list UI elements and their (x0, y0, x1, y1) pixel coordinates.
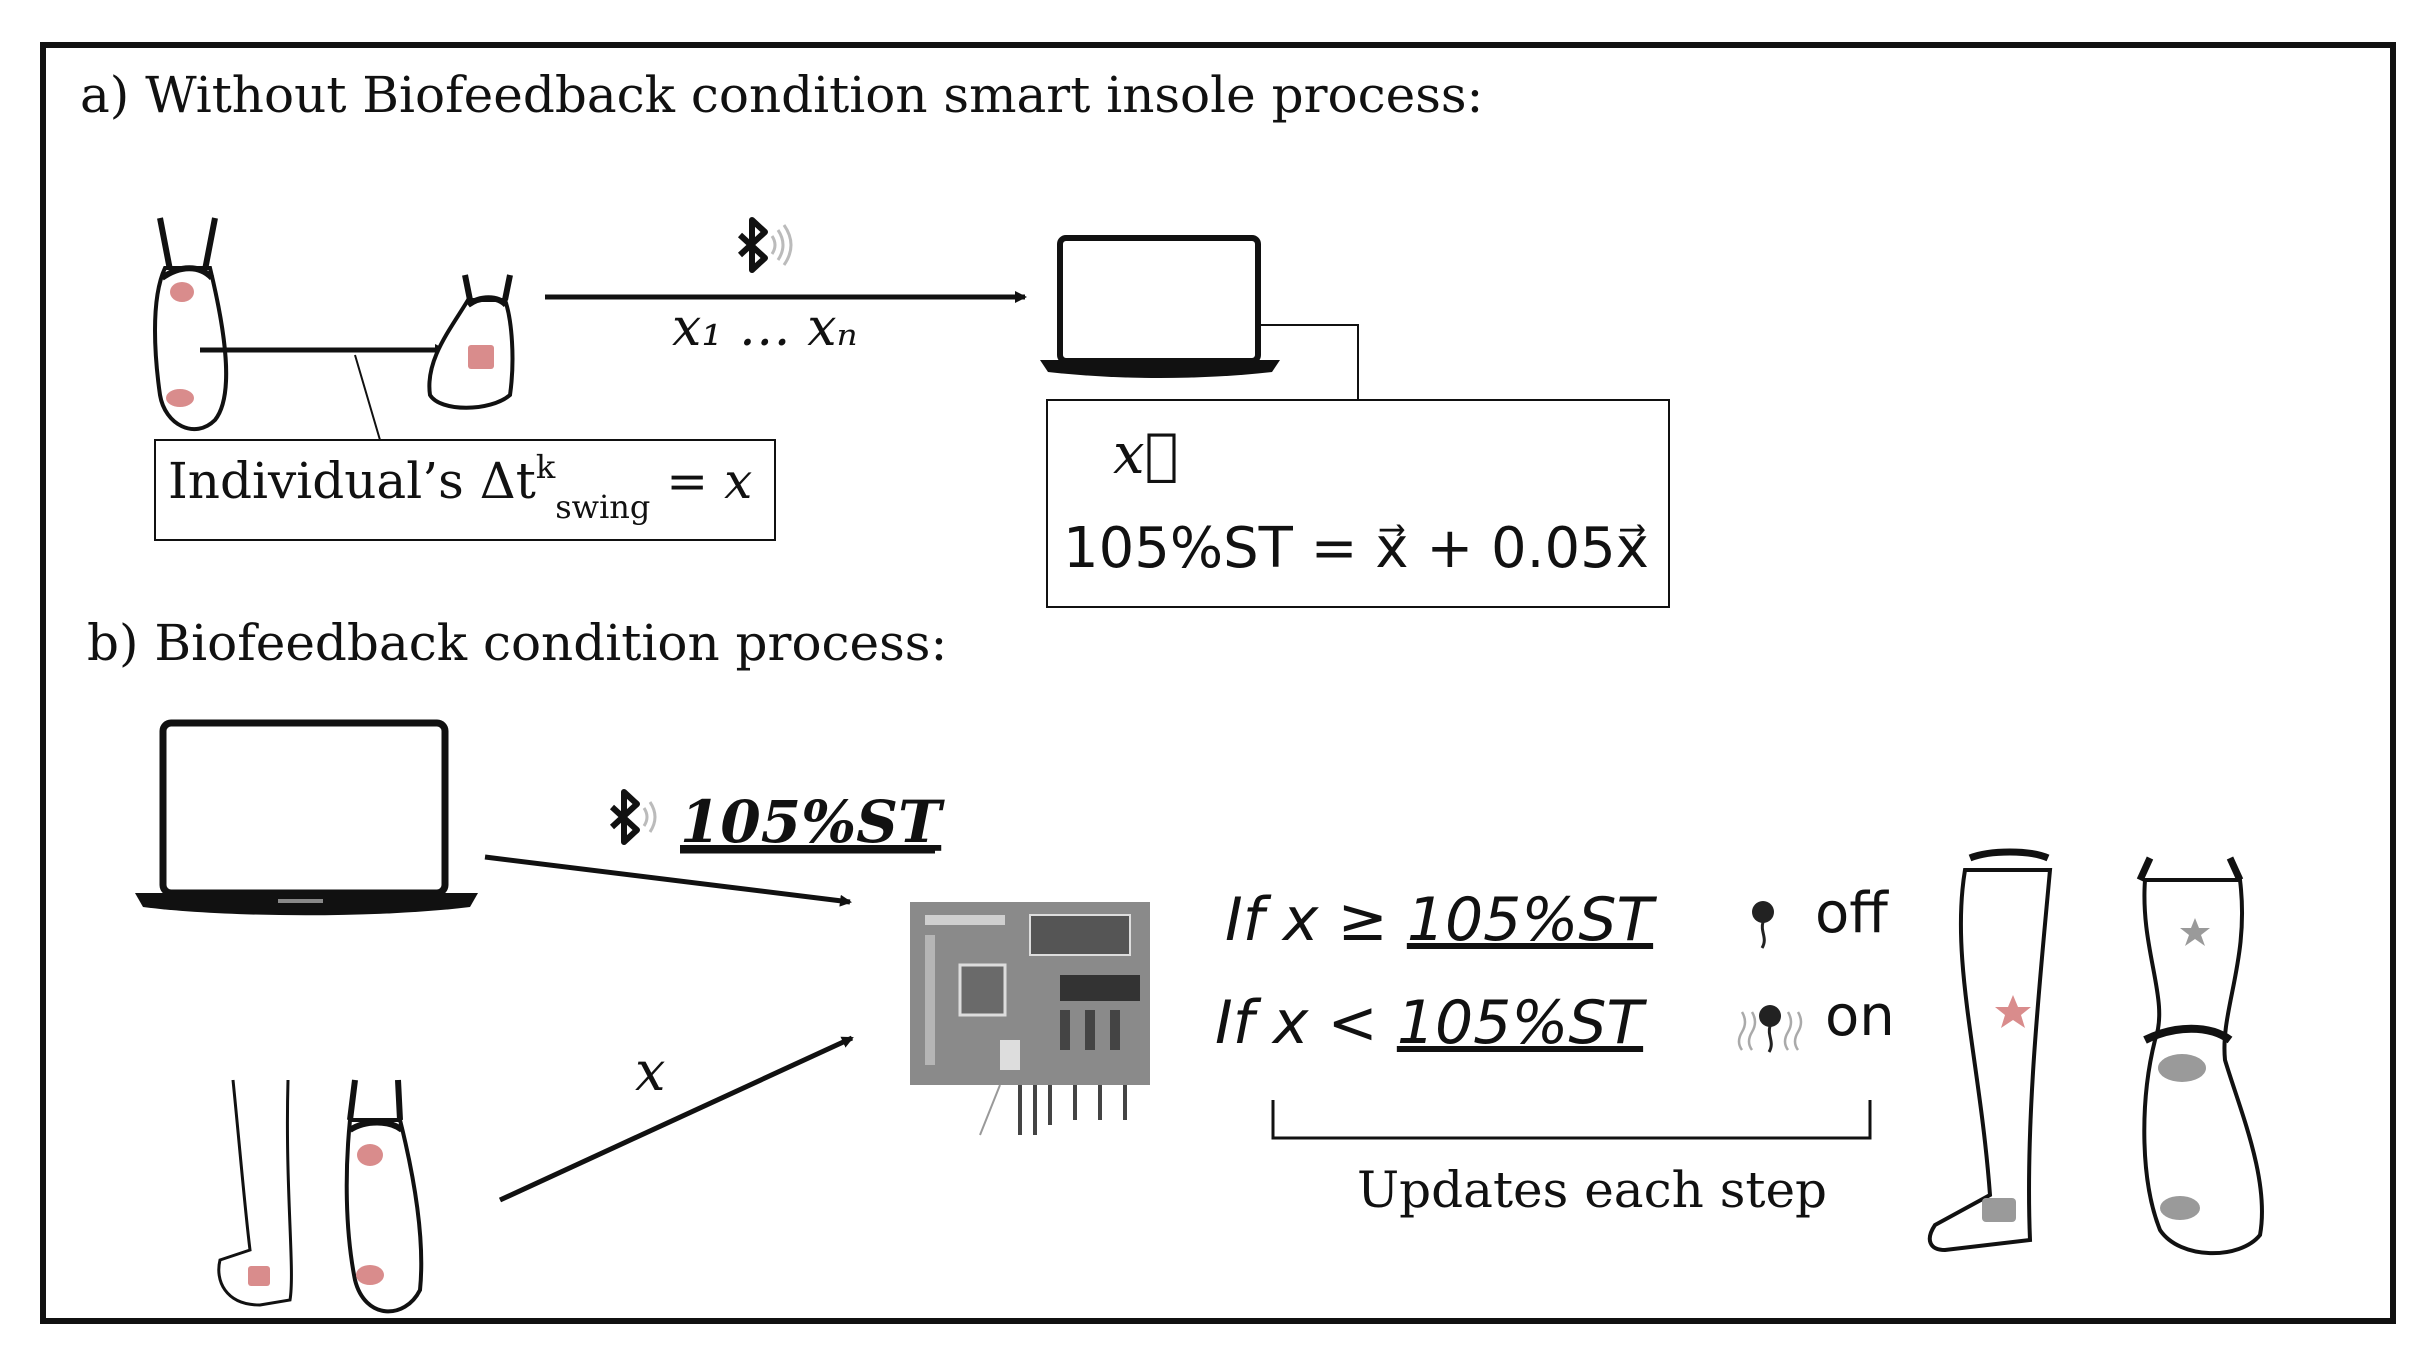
foot-icon (1927, 848, 2053, 1253)
transmit-threshold-label: 105%ST (680, 788, 945, 856)
connector-line (1260, 324, 1359, 400)
sensor-pad (468, 345, 494, 369)
sensor-heel (170, 282, 194, 302)
rule-on-condition: If x < 105%ST (1215, 988, 1647, 1058)
bluetooth-icon (737, 217, 793, 273)
rule-off-state: off (1815, 881, 1889, 946)
star-marker (1995, 995, 2031, 1028)
laptop-icon (1040, 235, 1280, 378)
laptop-icon (135, 719, 478, 916)
bluetooth-icon (609, 789, 657, 845)
sensor-pad (248, 1266, 270, 1286)
sensor-pad (1982, 1198, 2016, 1222)
sensor-forefoot (356, 1265, 384, 1285)
foot-icon (427, 274, 515, 410)
threshold-formula: 105%ST = x⃗ + 0.05x⃗ (1063, 516, 1649, 581)
sensor-heel (2158, 1054, 2206, 1082)
sensor-forefoot (2160, 1196, 2200, 1220)
rule-off-condition: If x ≥ 105%ST (1225, 885, 1657, 955)
bracket-caption: Updates each step (1357, 1161, 1827, 1219)
foot-icon (217, 1079, 424, 1314)
input-arrow (498, 1035, 854, 1203)
circuit-board-icon (910, 902, 1150, 1136)
sensor-forefoot (166, 389, 194, 407)
foot-icon (153, 217, 229, 432)
rule-on-state: on (1825, 984, 1895, 1049)
vibration-motor-icon (1752, 901, 1774, 949)
swing-time-box (154, 439, 776, 541)
input-label: x (635, 1040, 665, 1103)
signal-label: x₁ … xₙ (672, 298, 858, 358)
sensor-heel (357, 1144, 383, 1166)
vibration-motor-icon (1737, 1005, 1803, 1053)
swing-time-formula: Individual’s Δtkswing = x (168, 448, 752, 526)
threshold-arrow (484, 854, 852, 907)
section-a-title: a) Without Biofeedback condition smart i… (80, 66, 1483, 124)
threshold-box (1046, 399, 1670, 608)
update-bracket (1271, 1100, 1872, 1140)
foot-icon (2136, 856, 2264, 1256)
mean-vector: x⃗ (1113, 422, 1178, 487)
star-marker (2180, 918, 2210, 946)
section-b-title: b) Biofeedback condition process: (87, 614, 947, 672)
